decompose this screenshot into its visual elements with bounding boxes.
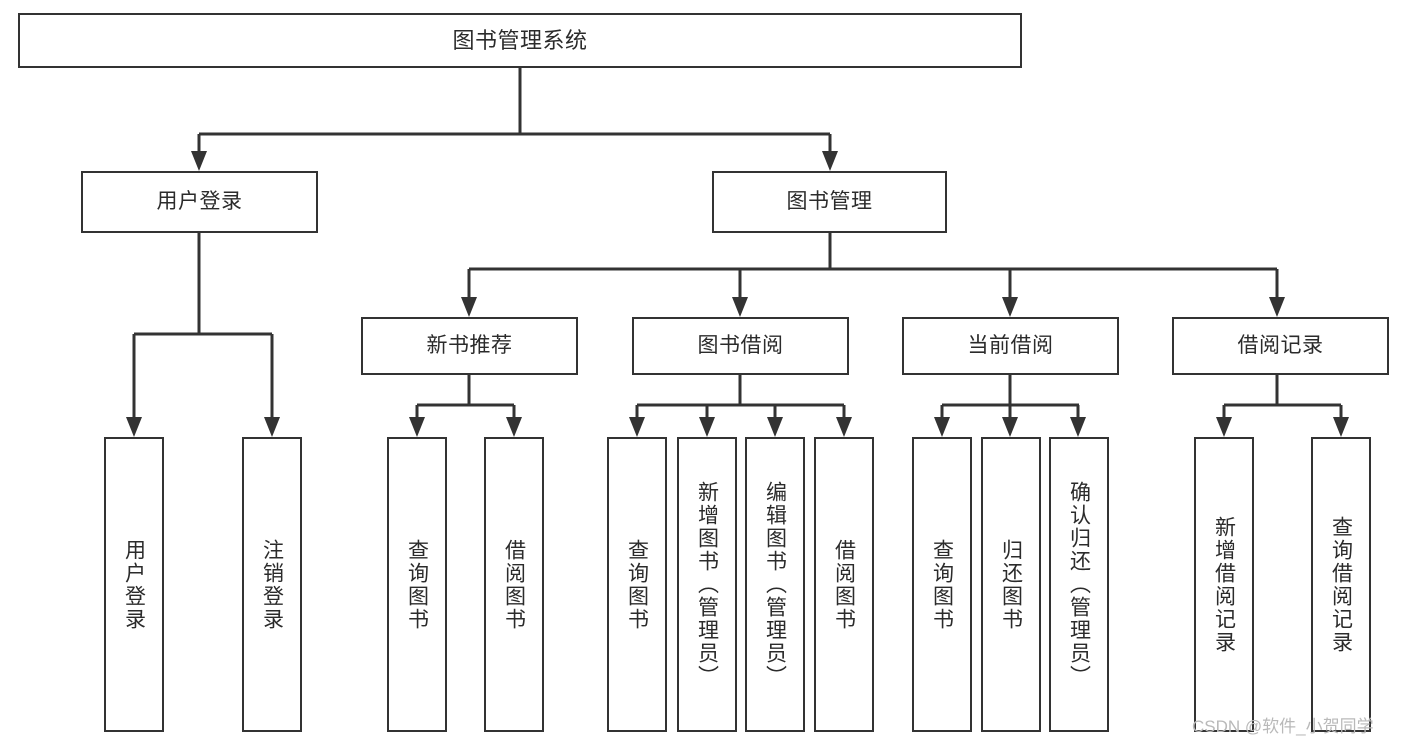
- arrow-head-icon: [767, 417, 783, 437]
- arrow-head-icon: [126, 417, 142, 437]
- arrow-head-icon: [461, 297, 477, 317]
- connector-lines: [126, 68, 1349, 437]
- node-leaf-return-book[interactable]: 归还图书: [981, 437, 1041, 732]
- node-borrow-record[interactable]: 借阅记录: [1172, 317, 1389, 375]
- node-label: 借阅图书: [502, 538, 526, 631]
- node-label: 借阅记录: [1237, 333, 1324, 357]
- node-leaf-query-book-1[interactable]: 查询图书: [387, 437, 447, 732]
- watermark-label: CSDN @软件_小贺同学: [1192, 717, 1374, 736]
- node-label: 借阅图书: [832, 538, 856, 631]
- node-book-manage[interactable]: 图书管理: [712, 171, 947, 233]
- node-label: 图书管理: [786, 189, 873, 213]
- node-leaf-add-book[interactable]: 新增图书（管理员）: [677, 437, 737, 732]
- node-leaf-borrow-book-1[interactable]: 借阅图书: [484, 437, 544, 732]
- node-leaf-logout[interactable]: 注销登录: [242, 437, 302, 732]
- arrow-head-icon: [409, 417, 425, 437]
- arrow-head-icon: [934, 417, 950, 437]
- node-label: 查询图书: [625, 538, 649, 631]
- arrow-head-icon: [836, 417, 852, 437]
- node-new-book-rec[interactable]: 新书推荐: [361, 317, 578, 375]
- node-leaf-confirm-return[interactable]: 确认归还（管理员）: [1049, 437, 1109, 732]
- node-label: 图书管理系统: [452, 27, 588, 53]
- node-label: 用户登录: [122, 538, 146, 631]
- node-label: 图书借阅: [697, 333, 784, 357]
- node-label: 确认归还（管理员）: [1067, 481, 1091, 688]
- arrow-head-icon: [191, 151, 207, 171]
- node-leaf-query-record[interactable]: 查询借阅记录: [1311, 437, 1371, 732]
- node-label: 归还图书: [999, 538, 1023, 631]
- arrow-head-icon: [264, 417, 280, 437]
- node-label: 编辑图书（管理员）: [763, 481, 787, 688]
- node-book-borrow[interactable]: 图书借阅: [632, 317, 849, 375]
- node-user-login[interactable]: 用户登录: [81, 171, 318, 233]
- node-label: 查询借阅记录: [1329, 515, 1353, 654]
- node-leaf-user-login[interactable]: 用户登录: [104, 437, 164, 732]
- node-label: 查询图书: [930, 538, 954, 631]
- arrow-head-icon: [1216, 417, 1232, 437]
- node-leaf-query-book-3[interactable]: 查询图书: [912, 437, 972, 732]
- node-label: 新增借阅记录: [1212, 515, 1236, 654]
- node-label: 新书推荐: [426, 333, 513, 357]
- node-leaf-add-record[interactable]: 新增借阅记录: [1194, 437, 1254, 732]
- node-label: 注销登录: [260, 538, 284, 631]
- arrow-head-icon: [822, 151, 838, 171]
- arrow-head-icon: [1269, 297, 1285, 317]
- node-leaf-query-book-2[interactable]: 查询图书: [607, 437, 667, 732]
- arrow-head-icon: [1002, 417, 1018, 437]
- arrow-head-icon: [506, 417, 522, 437]
- node-current-borrow[interactable]: 当前借阅: [902, 317, 1119, 375]
- arrow-head-icon: [1002, 297, 1018, 317]
- node-leaf-borrow-book-2[interactable]: 借阅图书: [814, 437, 874, 732]
- node-label: 当前借阅: [967, 333, 1054, 357]
- arrow-head-icon: [732, 297, 748, 317]
- arrow-head-icon: [629, 417, 645, 437]
- arrow-head-icon: [1333, 417, 1349, 437]
- node-label: 用户登录: [156, 189, 243, 213]
- arrow-head-icon: [1070, 417, 1086, 437]
- node-label: 新增图书（管理员）: [695, 481, 719, 688]
- arrow-head-icon: [699, 417, 715, 437]
- node-label: 查询图书: [405, 538, 429, 631]
- node-root[interactable]: 图书管理系统: [18, 13, 1022, 68]
- node-leaf-edit-book[interactable]: 编辑图书（管理员）: [745, 437, 805, 732]
